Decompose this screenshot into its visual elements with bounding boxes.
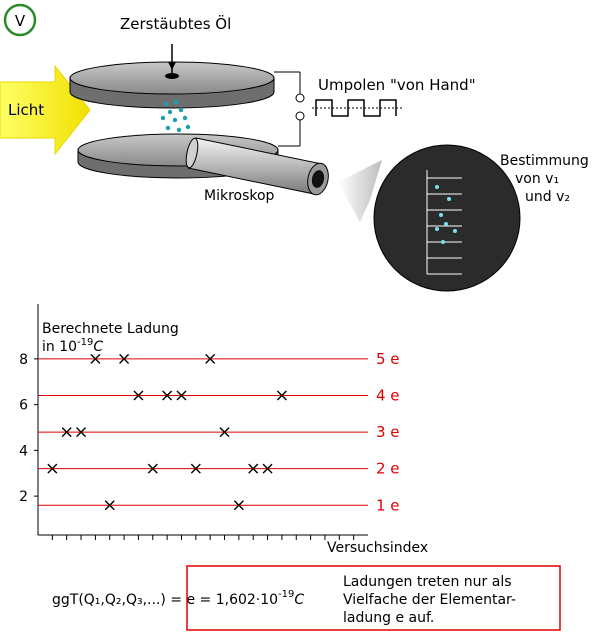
y-axis-label-line2: in 10-19C [42, 337, 103, 355]
section-badge: V [3, 3, 37, 37]
data-point [248, 463, 259, 474]
data-point [176, 390, 187, 401]
data-point [219, 427, 230, 438]
oil-label: Zerstäubtes Öl [120, 14, 231, 33]
data-point [61, 427, 72, 438]
data-point [47, 463, 58, 474]
conclusion-line-2: Vielfache der Elementar- [343, 592, 516, 608]
conclusion-line-1: Ladungen treten nur als [343, 574, 512, 590]
level-label: 3 e [376, 423, 400, 441]
light-arrow: Licht [0, 64, 91, 156]
data-point [233, 500, 244, 511]
data-point [276, 390, 287, 401]
y-tick-label: 8 [19, 352, 28, 368]
view-arrow [338, 160, 382, 222]
data-point [147, 463, 158, 474]
measurement-label-2: von v₁ [515, 171, 559, 187]
charge-chart: 1 e 2 e 3 e 4 e 5 e 8 6 4 2 Berechnete Ladung i… [19, 304, 428, 556]
measurement-label-3: und v₂ [525, 189, 570, 205]
y-tick-label: 2 [19, 489, 28, 505]
polarity-label: Umpolen "von Hand" [318, 76, 476, 94]
y-tick-label: 6 [19, 398, 28, 414]
badge-label: V [15, 12, 26, 30]
formula: ggT(Q₁,Q₂,Q₃,...) = e = 1,602·10-19C [52, 589, 304, 608]
data-point [90, 353, 101, 364]
conclusion-line-3: ladung e auf. [343, 610, 434, 626]
voltage-circuit [274, 71, 402, 147]
data-point [133, 390, 144, 401]
level-label: 1 e [376, 496, 400, 514]
data-point [76, 427, 87, 438]
x-axis-label: Versuchsindex [327, 540, 428, 556]
data-point [205, 353, 216, 364]
light-label: Licht [8, 101, 44, 119]
level-label: 2 e [376, 460, 400, 478]
level-label: 4 e [376, 386, 400, 404]
data-point [190, 463, 201, 474]
data-point [119, 353, 130, 364]
y-tick-label: 4 [19, 443, 28, 459]
measurement-label-1: Bestimmung [500, 153, 589, 169]
y-axis-label-line1: Berechnete Ladung [42, 321, 179, 337]
conclusion-box: Ladungen treten nur als Vielfache der El… [186, 565, 561, 631]
data-point [104, 500, 115, 511]
data-point [162, 390, 173, 401]
microscope-label: Mikroskop [204, 188, 275, 204]
upper-plate [69, 44, 275, 109]
level-label: 5 e [376, 350, 400, 368]
microscope: Mikroskop [185, 137, 329, 204]
eyepiece-view [373, 144, 521, 292]
data-point [262, 463, 273, 474]
